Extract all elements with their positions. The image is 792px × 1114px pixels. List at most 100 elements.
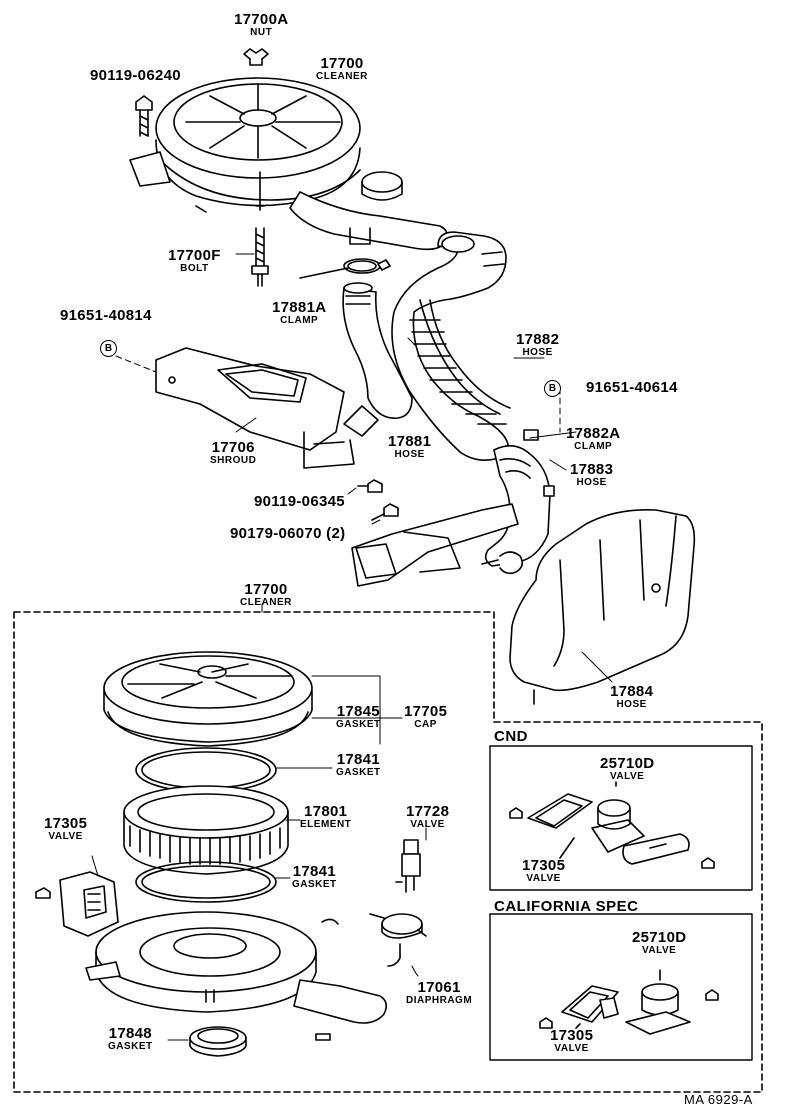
part-name: GASKET <box>108 1041 153 1052</box>
part-number: 25710D <box>632 929 687 946</box>
part-name: VALVE <box>48 831 83 842</box>
label-17801-element: 17801 ELEMENT <box>300 804 351 830</box>
part-name: VALVE <box>410 819 445 830</box>
label-90179-06070: 90179-06070 (2) <box>230 526 345 541</box>
label-17882a-clamp: 17882A CLAMP <box>566 426 620 452</box>
label-17884-hose: 17884 HOSE <box>610 684 653 710</box>
part-number: 17882 <box>516 331 560 348</box>
label-17728-valve: 17728 VALVE <box>406 804 449 830</box>
part-name: VALVE <box>554 1043 589 1054</box>
part-number: 17305 <box>44 815 88 832</box>
bolt-90119-06345-illustration <box>357 479 383 493</box>
part-number: 90119-06345 <box>254 493 345 510</box>
part-number: 91651-40814 <box>60 307 152 324</box>
shroud-17706-illustration <box>155 347 355 469</box>
part-number: 17700F <box>168 247 221 264</box>
part-number: 17305 <box>550 1027 594 1044</box>
diagram-reference-code: MA 6929-A <box>684 1092 753 1107</box>
part-name: VALVE <box>526 873 561 884</box>
cnd-valve-illustration <box>509 781 715 869</box>
part-name: CLEANER <box>240 597 292 608</box>
part-name: NUT <box>250 27 273 38</box>
part-number: 17841 <box>336 751 380 768</box>
label-91651-40614: 91651-40614 <box>586 380 678 395</box>
part-number: 25710D <box>600 755 655 772</box>
part-number: 17700A <box>234 11 289 28</box>
part-number: 90119-06240 <box>90 67 181 84</box>
hose-17882-illustration <box>391 231 511 461</box>
label-17883-hose: 17883 HOSE <box>570 462 613 488</box>
label-17881a-clamp: 17881A CLAMP <box>272 300 326 326</box>
label-91651-40814: 91651-40814 <box>60 308 152 323</box>
part-name: BOLT <box>180 263 209 274</box>
label-17700f-bolt: 17700F BOLT <box>168 248 221 274</box>
part-name: DIAPHRAGM <box>406 995 473 1006</box>
part-number: 17700 <box>320 55 364 72</box>
hose-17884-illustration <box>509 508 696 705</box>
part-number: 17848 <box>108 1025 152 1042</box>
marker-b-circle: B <box>100 340 117 357</box>
cap-17705-illustration <box>103 651 313 743</box>
air-duct-illustration <box>351 503 524 587</box>
part-number: 17305 <box>522 857 566 874</box>
bolt-90179-06070-illustration <box>371 503 399 521</box>
valve-17305-main-illustration <box>35 871 119 937</box>
element-17801-illustration <box>123 785 289 875</box>
part-name: GASKET <box>292 879 337 890</box>
label-17305-valve: 17305 VALVE <box>44 816 87 842</box>
bolt-17700f-illustration <box>251 227 269 287</box>
label-17700-cleaner-top: 17700 CLEANER <box>316 56 368 82</box>
label-90119-06345: 90119-06345 <box>254 494 345 509</box>
part-name: GASKET <box>336 767 381 778</box>
part-name: CLEANER <box>316 71 368 82</box>
label-17841-gasket-upper: 17841 GASKET <box>336 752 381 778</box>
cleaner-assembly-dashed-box <box>13 611 763 1093</box>
part-number: 17884 <box>610 683 654 700</box>
label-17845-gasket: 17845 GASKET <box>336 704 381 730</box>
part-number: 90179-06070 (2) <box>230 525 346 542</box>
part-name: CLAMP <box>280 315 319 326</box>
california-box <box>489 913 753 1061</box>
part-number: 17845 <box>336 703 380 720</box>
part-number: 17881A <box>272 299 327 316</box>
part-name: HOSE <box>394 449 425 460</box>
marker-b-circle: B <box>544 380 561 397</box>
california-spec-title: CALIFORNIA SPEC <box>494 898 639 915</box>
diaphragm-17061-illustration <box>369 913 427 967</box>
label-ca-17305-valve: 17305 VALVE <box>550 1028 593 1054</box>
part-number: 91651-40614 <box>586 379 678 396</box>
label-17841-gasket-lower: 17841 GASKET <box>292 864 337 890</box>
part-name: GASKET <box>336 719 381 730</box>
part-number: 17728 <box>406 803 450 820</box>
part-name: SHROUD <box>210 455 257 466</box>
label-17848-gasket: 17848 GASKET <box>108 1026 153 1052</box>
part-number: 17705 <box>404 703 448 720</box>
cleaner-case-illustration <box>85 911 388 1041</box>
label-17700-cleaner-box: 17700 CLEANER <box>240 582 292 608</box>
label-90119-06240: 90119-06240 <box>90 68 181 83</box>
clamp-17881a-illustration <box>299 258 391 279</box>
gasket-17845-illustration <box>107 711 309 747</box>
part-number: 17841 <box>292 863 336 880</box>
part-number: 17801 <box>304 803 348 820</box>
part-number: 17706 <box>211 439 255 456</box>
cnd-title: CND <box>494 728 528 745</box>
valve-17728-illustration <box>395 839 421 893</box>
label-cnd-25710d-valve: 25710D VALVE <box>600 756 654 782</box>
leader-lines-lower <box>91 675 427 1041</box>
part-name: VALVE <box>610 771 645 782</box>
hose-17881-illustration <box>342 282 413 437</box>
label-17700a-nut: 17700A NUT <box>234 12 288 38</box>
cnd-box <box>489 745 753 891</box>
part-name: CAP <box>414 719 437 730</box>
part-name: ELEMENT <box>300 819 352 830</box>
label-17881-hose: 17881 HOSE <box>388 434 431 460</box>
part-name: HOSE <box>522 347 553 358</box>
gasket-17841b-illustration <box>135 861 277 903</box>
part-name: VALVE <box>642 945 677 956</box>
hose-17883-illustration <box>484 429 555 567</box>
leader-lines-upper <box>115 253 613 683</box>
part-number: 17700 <box>244 581 288 598</box>
part-name: HOSE <box>616 699 647 710</box>
part-name: HOSE <box>576 477 607 488</box>
